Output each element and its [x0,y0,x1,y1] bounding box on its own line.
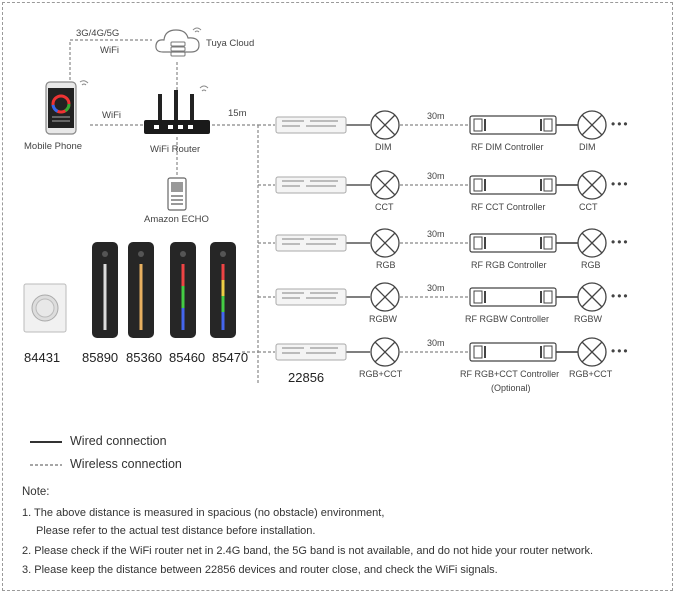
light-end-label: RGB+CCT [569,369,613,379]
rf-controller-icon [469,342,557,362]
controller-optional-label: (Optional) [491,383,531,393]
more-dots: ••• [611,235,630,249]
remote-label-85460: 85460 [169,350,206,365]
bulb-icon [577,282,607,312]
light-label: RGB [376,260,396,270]
distance-label: 30m [427,229,445,239]
rf-controller-icon [469,287,557,307]
bulb-icon [577,170,607,200]
note-1: 1. The above distance is measured in spa… [22,507,385,519]
remotes-group [92,242,236,338]
bulb-icon [370,170,400,200]
bulb-icon [577,228,607,258]
router-label: WiFi Router [150,144,201,155]
light-end-label: RGBW [574,314,602,324]
light-end-label: DIM [579,142,596,152]
legend-wireless-text: Wireless connection [70,457,182,471]
remote-85460 [170,242,196,338]
bulb-icon [370,337,400,367]
bulb-icon [577,110,607,140]
wifi-module-22856 [275,343,347,361]
remote-85890 [92,242,118,338]
rf-controller-icon [469,175,557,195]
device-row-graphics [275,337,607,367]
note-1b: Please refer to the actual test distance… [36,525,316,537]
device-label: 22856 [288,370,325,385]
device-row-graphics [275,228,607,258]
light-label: RGBW [369,314,397,324]
distance-router: 15m [228,108,247,119]
light-label: CCT [375,202,394,212]
network-label: 3G/4G/5G [76,28,120,39]
device-row-graphics [275,110,607,140]
more-dots: ••• [611,344,630,358]
distance-label: 30m [427,283,445,293]
wifi-router-icon [144,85,210,134]
wall-dimmer-84431 [23,283,67,333]
wifi-label-mid: WiFi [102,110,121,121]
remote-label-84431: 84431 [24,350,61,365]
light-end-label: CCT [579,202,598,212]
controller-label: RF DIM Controller [471,142,544,152]
rf-links [400,124,470,353]
bulb-icon [577,337,607,367]
remote-label-85360: 85360 [126,350,163,365]
rf-controller-icon [469,115,557,135]
wifi-module-22856 [275,288,347,306]
wifi-module-22856 [275,116,347,134]
device-bulb-wires [346,124,370,353]
remote-85360 [128,242,154,338]
bulb-icon [370,282,400,312]
notes-title: Note: [22,486,50,498]
remote-85470 [210,242,236,338]
cloud-label: Tuya Cloud [206,38,255,49]
light-label: DIM [375,142,392,152]
distance-label: 30m [427,338,445,348]
remote-label-85890: 85890 [82,350,119,365]
controller-bulb-wires [555,124,578,353]
light-label: RGB+CCT [359,369,403,379]
more-dots: ••• [611,289,630,303]
wifi-module-22856 [275,234,347,252]
note-3: 3. Please keep the distance between 2285… [22,564,498,576]
echo-label: Amazon ECHO [144,214,209,225]
bulb-icon [370,228,400,258]
remote-label-85470: 85470 [212,350,249,365]
controller-label: RF RGBW Controller [465,314,550,324]
controller-label: RF CCT Controller [471,202,546,212]
light-end-label: RGB [581,260,601,270]
more-dots: ••• [611,177,630,191]
legend-wired-text: Wired connection [70,434,167,448]
distance-label: 30m [427,171,445,181]
controller-label: RF RGB Controller [471,260,547,270]
bulb-icon [370,110,400,140]
device-row-graphics [275,282,607,312]
wifi-label-top: WiFi [100,45,119,56]
rf-controller-icon [469,233,557,253]
cloud-icon [155,27,202,57]
controller-label: RF RGB+CCT Controller [460,369,560,379]
amazon-echo-icon [167,177,187,211]
phone-cloud-link [69,39,152,80]
note-2: 2. Please check if the WiFi router net i… [22,545,594,557]
phone-label: Mobile Phone [24,141,83,152]
wifi-module-22856 [275,176,347,194]
more-dots: ••• [611,117,630,131]
mobile-phone-icon [45,80,89,135]
device-row-graphics [275,170,607,200]
distance-label: 30m [427,111,445,121]
